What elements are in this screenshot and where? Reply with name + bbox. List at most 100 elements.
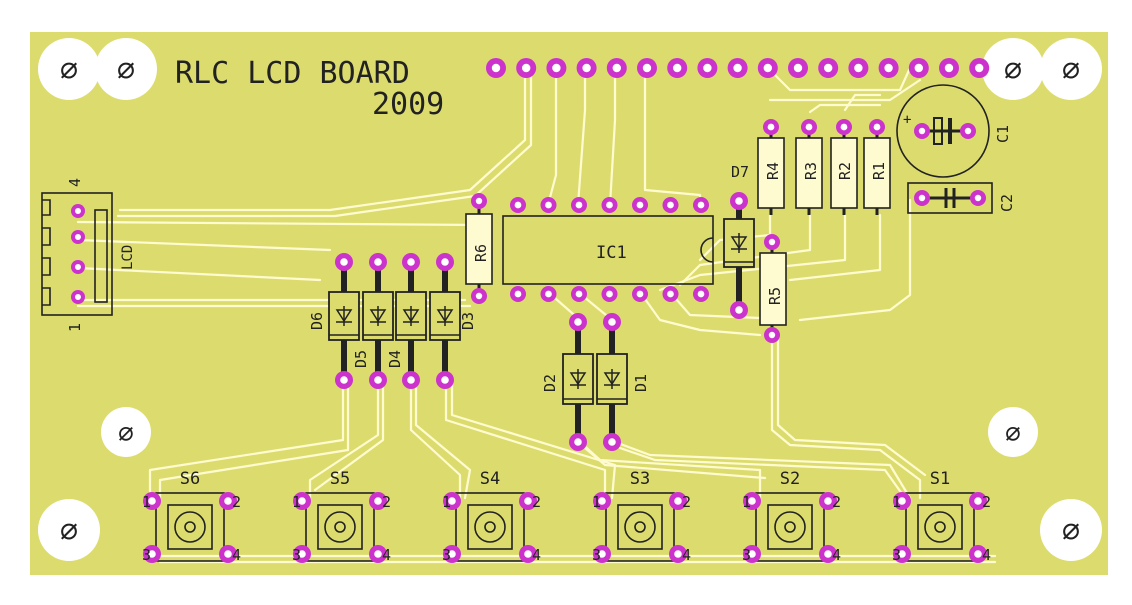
switch-pin-label: 4 <box>682 546 691 564</box>
header-pad <box>727 58 748 78</box>
header-pad <box>878 58 899 78</box>
switch-pad <box>443 545 461 563</box>
diode-pad <box>436 371 454 389</box>
diode-d1 <box>596 313 628 451</box>
switch-pin-label: 4 <box>232 546 241 564</box>
header-pad <box>576 58 597 78</box>
diode-pad <box>369 253 387 271</box>
switch-pad <box>969 492 987 510</box>
switch-pad <box>293 545 311 563</box>
c2-label: C2 <box>998 194 1016 212</box>
diode-pad <box>569 433 587 451</box>
switch-pad <box>969 545 987 563</box>
resistor-pad <box>801 119 817 135</box>
ic1-pin <box>662 197 679 213</box>
ic1-pin <box>632 197 648 213</box>
board-substrate <box>30 32 1108 575</box>
r1-label: R1 <box>870 162 888 180</box>
resistor-pad <box>763 119 779 135</box>
switch-label: S5 <box>330 469 350 489</box>
r6-label: R6 <box>472 244 490 262</box>
ic1-pin <box>693 197 709 213</box>
switch-pin-label: 3 <box>292 546 301 564</box>
capacitor-c1: + C1 <box>896 84 1012 178</box>
switch-pin-label: 3 <box>892 546 901 564</box>
diode-pad <box>603 433 621 451</box>
header-pad <box>697 58 718 78</box>
capacitor-c2: C2 <box>907 182 1016 214</box>
switch-pin-label: 2 <box>832 493 841 511</box>
switch-pin-label: 2 <box>532 493 541 511</box>
header-pad <box>757 58 778 78</box>
resistor-pad <box>836 119 852 135</box>
mount-hole-top-left-1: ∅ <box>38 38 100 100</box>
resistor <box>830 119 858 215</box>
ic1-pin <box>601 286 618 302</box>
d2-label: D2 <box>541 374 559 392</box>
header-pad <box>908 58 929 78</box>
switch-pin-label: 2 <box>982 493 991 511</box>
diode-pad <box>730 192 748 210</box>
ic1-label: IC1 <box>596 243 627 263</box>
ic1-pin <box>510 286 526 302</box>
switch-pad <box>219 545 237 563</box>
d6-label: D6 <box>308 312 326 330</box>
switch-pad <box>219 492 237 510</box>
mount-hole-top-right-1: ∅ <box>982 38 1044 100</box>
svg-text:∅: ∅ <box>60 514 78 549</box>
switch-pad <box>669 492 687 510</box>
switch-pin-label: 4 <box>982 546 991 564</box>
switch-pin-label: 3 <box>592 546 601 564</box>
pin-header <box>486 58 990 78</box>
switch-pin-label: 4 <box>532 546 541 564</box>
switch-pin-label: 2 <box>682 493 691 511</box>
ic1-pin <box>571 286 587 302</box>
r4-label: R4 <box>764 162 782 180</box>
switch-pad <box>593 545 611 563</box>
mount-hole-bottom-left: ∅ <box>38 499 100 561</box>
switch-pin-label: 1 <box>442 493 451 511</box>
diode-pad <box>603 313 621 331</box>
diode-pad <box>402 371 420 389</box>
ic1-pin <box>571 197 587 213</box>
switch-pad <box>893 492 911 510</box>
board-title: RLC LCD BOARD <box>175 56 410 91</box>
svg-text:∅: ∅ <box>1005 419 1021 449</box>
switch-pad <box>743 492 761 510</box>
diode-d7 <box>723 192 755 319</box>
svg-text:∅: ∅ <box>1062 514 1080 549</box>
switch-pin-label: 3 <box>442 546 451 564</box>
svg-text:∅: ∅ <box>60 53 78 88</box>
diodes <box>328 192 755 451</box>
header-pad <box>939 58 959 78</box>
switch-pad <box>519 545 537 563</box>
ic1-pin <box>540 286 557 302</box>
switch-pad <box>443 492 461 510</box>
ic1-pin <box>540 197 557 213</box>
diode-pad <box>402 253 420 271</box>
switch-pin-label: 3 <box>142 546 151 564</box>
header-pad <box>969 58 990 78</box>
ic1-pin <box>662 286 679 302</box>
d1-label: D1 <box>632 374 650 392</box>
diode-pad <box>335 253 353 271</box>
ic1-pins <box>510 197 709 302</box>
c1-polarity-label: + <box>903 112 911 128</box>
lcd-connector: 4 1 LCD <box>41 178 136 332</box>
ic1-pin <box>510 197 526 213</box>
mount-hole-top-left-2: ∅ <box>95 38 157 100</box>
switch-pad <box>819 545 837 563</box>
switch-pad <box>743 545 761 563</box>
switch-pin-label: 4 <box>382 546 391 564</box>
diode-pad <box>569 313 587 331</box>
resistor-pad <box>869 119 885 135</box>
switch-pin-label: 1 <box>592 493 601 511</box>
switch-label: S2 <box>780 469 800 489</box>
switch-pad <box>593 492 611 510</box>
diode-d4 <box>395 253 427 389</box>
ic1-pin <box>632 286 648 302</box>
